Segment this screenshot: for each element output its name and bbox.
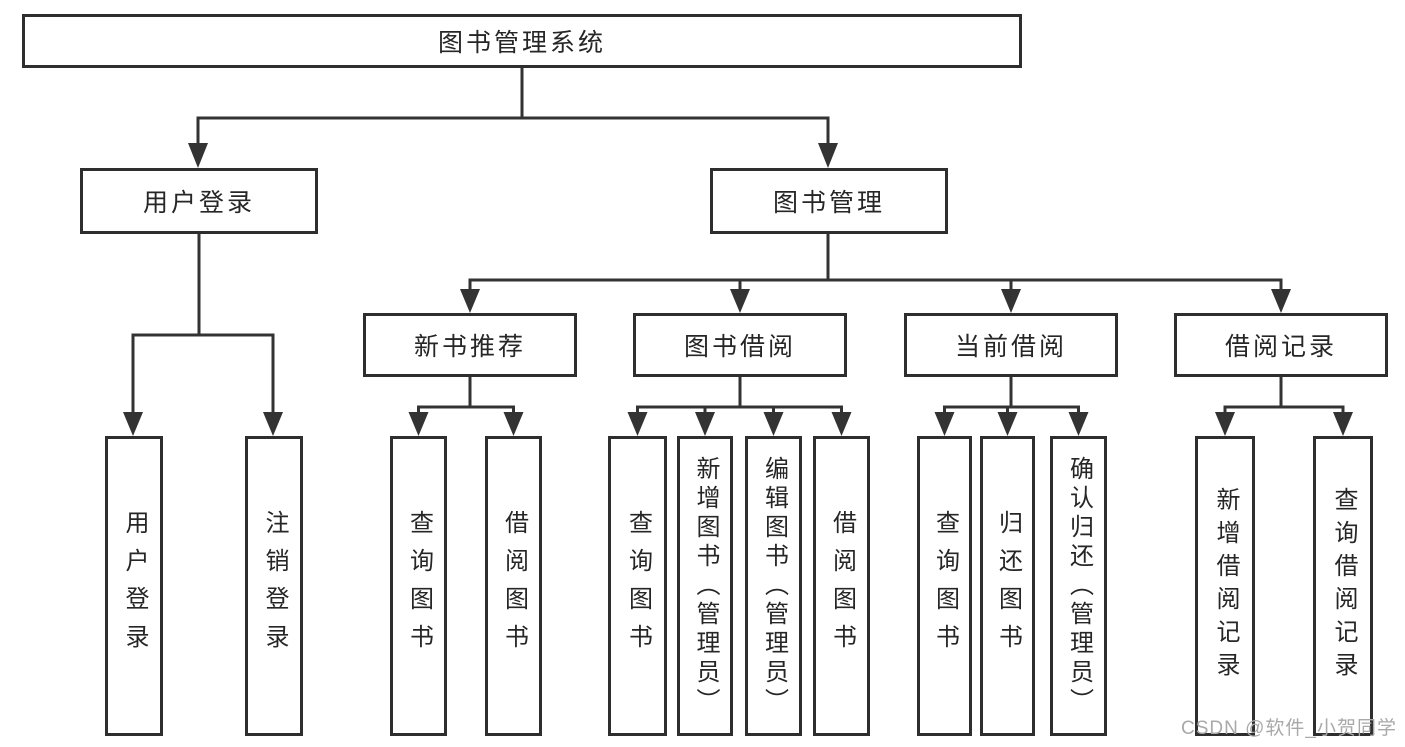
leaf-label: 查询图书 xyxy=(931,510,959,662)
node-book-borrowing: 图书借阅 xyxy=(633,313,847,377)
leaf-newbook-borrow-books: 借阅图书 xyxy=(485,436,542,736)
leaf-label: 新增借阅记录 xyxy=(1212,487,1239,685)
leaf-newbook-query-books: 查询图书 xyxy=(390,436,447,736)
leaf-current-query-books: 查询图书 xyxy=(917,436,972,736)
connector-newbook-to-leaves xyxy=(408,377,524,436)
node-new-book-recommend: 新书推荐 xyxy=(363,313,577,377)
connector-bookmgmt-to-level2 xyxy=(460,234,1291,313)
connector-current-to-leaves xyxy=(934,377,1089,436)
leaf-label: 查询图书 xyxy=(405,510,433,662)
leaf-label: 编辑图书（管理员） xyxy=(760,455,788,717)
connector-records-to-leaves xyxy=(1215,377,1353,436)
leaf-label: 借阅图书 xyxy=(828,510,856,662)
leaf-label: 确认归还（管理员） xyxy=(1065,455,1093,717)
connector-userlogin-to-leaves xyxy=(123,234,283,436)
leaf-user-login: 用户登录 xyxy=(105,436,163,736)
node-label: 用户登录 xyxy=(142,189,255,217)
leaf-borrow-edit-books-admin: 编辑图书（管理员） xyxy=(745,436,802,736)
connector-root-to-level1 xyxy=(188,68,838,168)
node-label: 当前借阅 xyxy=(954,333,1067,361)
leaf-borrow-borrow-books: 借阅图书 xyxy=(813,436,870,736)
leaf-borrow-query-books: 查询图书 xyxy=(608,436,667,736)
node-label: 借阅记录 xyxy=(1224,333,1337,361)
leaf-label: 新增图书（管理员） xyxy=(692,455,719,717)
leaf-label: 归还图书 xyxy=(994,510,1022,662)
node-label: 新书推荐 xyxy=(413,333,526,361)
node-borrow-records: 借阅记录 xyxy=(1174,313,1388,377)
node-label: 图书借阅 xyxy=(683,333,796,361)
leaf-label: 用户登录 xyxy=(121,510,148,662)
connector-borrow-to-leaves xyxy=(627,377,852,436)
leaf-records-query-record: 查询借阅记录 xyxy=(1313,436,1373,736)
leaf-current-return-books: 归还图书 xyxy=(980,436,1035,736)
node-label: 图书管理系统 xyxy=(437,29,606,57)
csdn-watermark: CSDN @软件_小贺同学 xyxy=(1181,718,1397,739)
node-current-borrowing: 当前借阅 xyxy=(904,313,1118,377)
node-user-login-branch: 用户登录 xyxy=(80,168,318,234)
leaf-label: 借阅图书 xyxy=(500,510,528,662)
node-root-system: 图书管理系统 xyxy=(22,14,1022,68)
leaf-records-add-record: 新增借阅记录 xyxy=(1195,436,1255,736)
node-book-management-branch: 图书管理 xyxy=(710,168,948,234)
leaf-borrow-add-books-admin: 新增图书（管理员） xyxy=(677,436,733,736)
leaf-label: 查询图书 xyxy=(624,510,652,662)
leaf-current-confirm-return-admin: 确认归还（管理员） xyxy=(1050,436,1107,736)
node-label: 图书管理 xyxy=(772,189,885,217)
leaf-label: 注销登录 xyxy=(261,510,288,662)
leaf-label: 查询借阅记录 xyxy=(1330,487,1357,685)
leaf-logout: 注销登录 xyxy=(245,436,303,736)
